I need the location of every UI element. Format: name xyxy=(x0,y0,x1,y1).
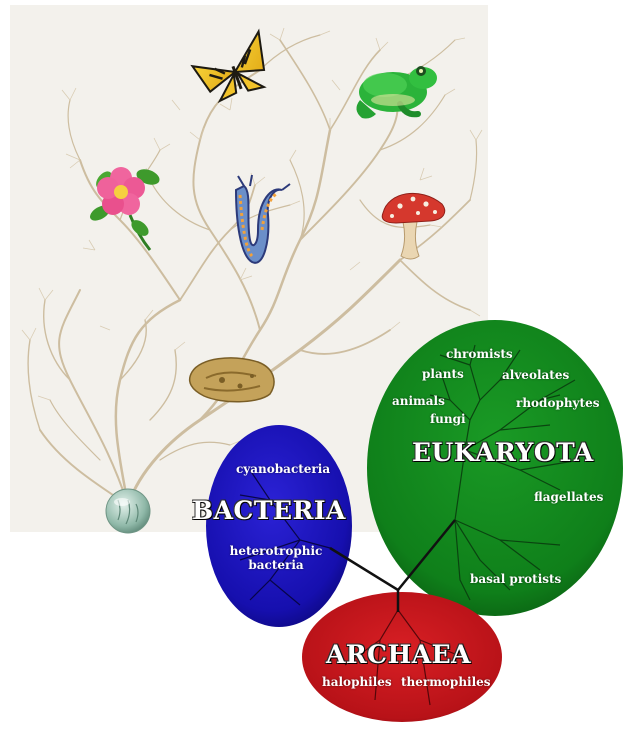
butterfly-icon xyxy=(189,31,277,107)
label-fungi: fungi xyxy=(430,412,466,426)
frog-icon xyxy=(356,66,437,119)
label-basal-protists: basal protists xyxy=(470,572,561,586)
label-plants: plants xyxy=(422,367,464,381)
label-chromists: chromists xyxy=(446,347,513,361)
cell-icon xyxy=(106,489,150,533)
label-heterotrophic-line1: heterotrophic xyxy=(226,544,326,558)
label-flagellates: flagellates xyxy=(534,490,603,504)
label-alveolates: alveolates xyxy=(502,368,569,382)
bacteria-blob xyxy=(206,425,352,627)
sea-slug-icon xyxy=(236,175,290,263)
label-rhodophytes: rhodophytes xyxy=(516,396,599,410)
label-thermophiles: thermophiles xyxy=(401,675,491,689)
label-animals: animals xyxy=(392,394,445,408)
label-heterotrophic-bacteria: heterotrophic bacteria xyxy=(226,544,326,572)
flower-icon xyxy=(87,166,161,250)
label-cyanobacteria: cyanobacteria xyxy=(236,462,330,476)
label-archaea: ARCHAEA xyxy=(326,640,471,669)
label-bacteria: BACTERIA xyxy=(192,496,346,525)
label-eukaryota: EUKARYOTA xyxy=(412,438,594,467)
label-halophiles: halophiles xyxy=(322,675,392,689)
fossil-icon xyxy=(190,358,274,402)
label-heterotrophic-line2: bacteria xyxy=(226,558,326,572)
